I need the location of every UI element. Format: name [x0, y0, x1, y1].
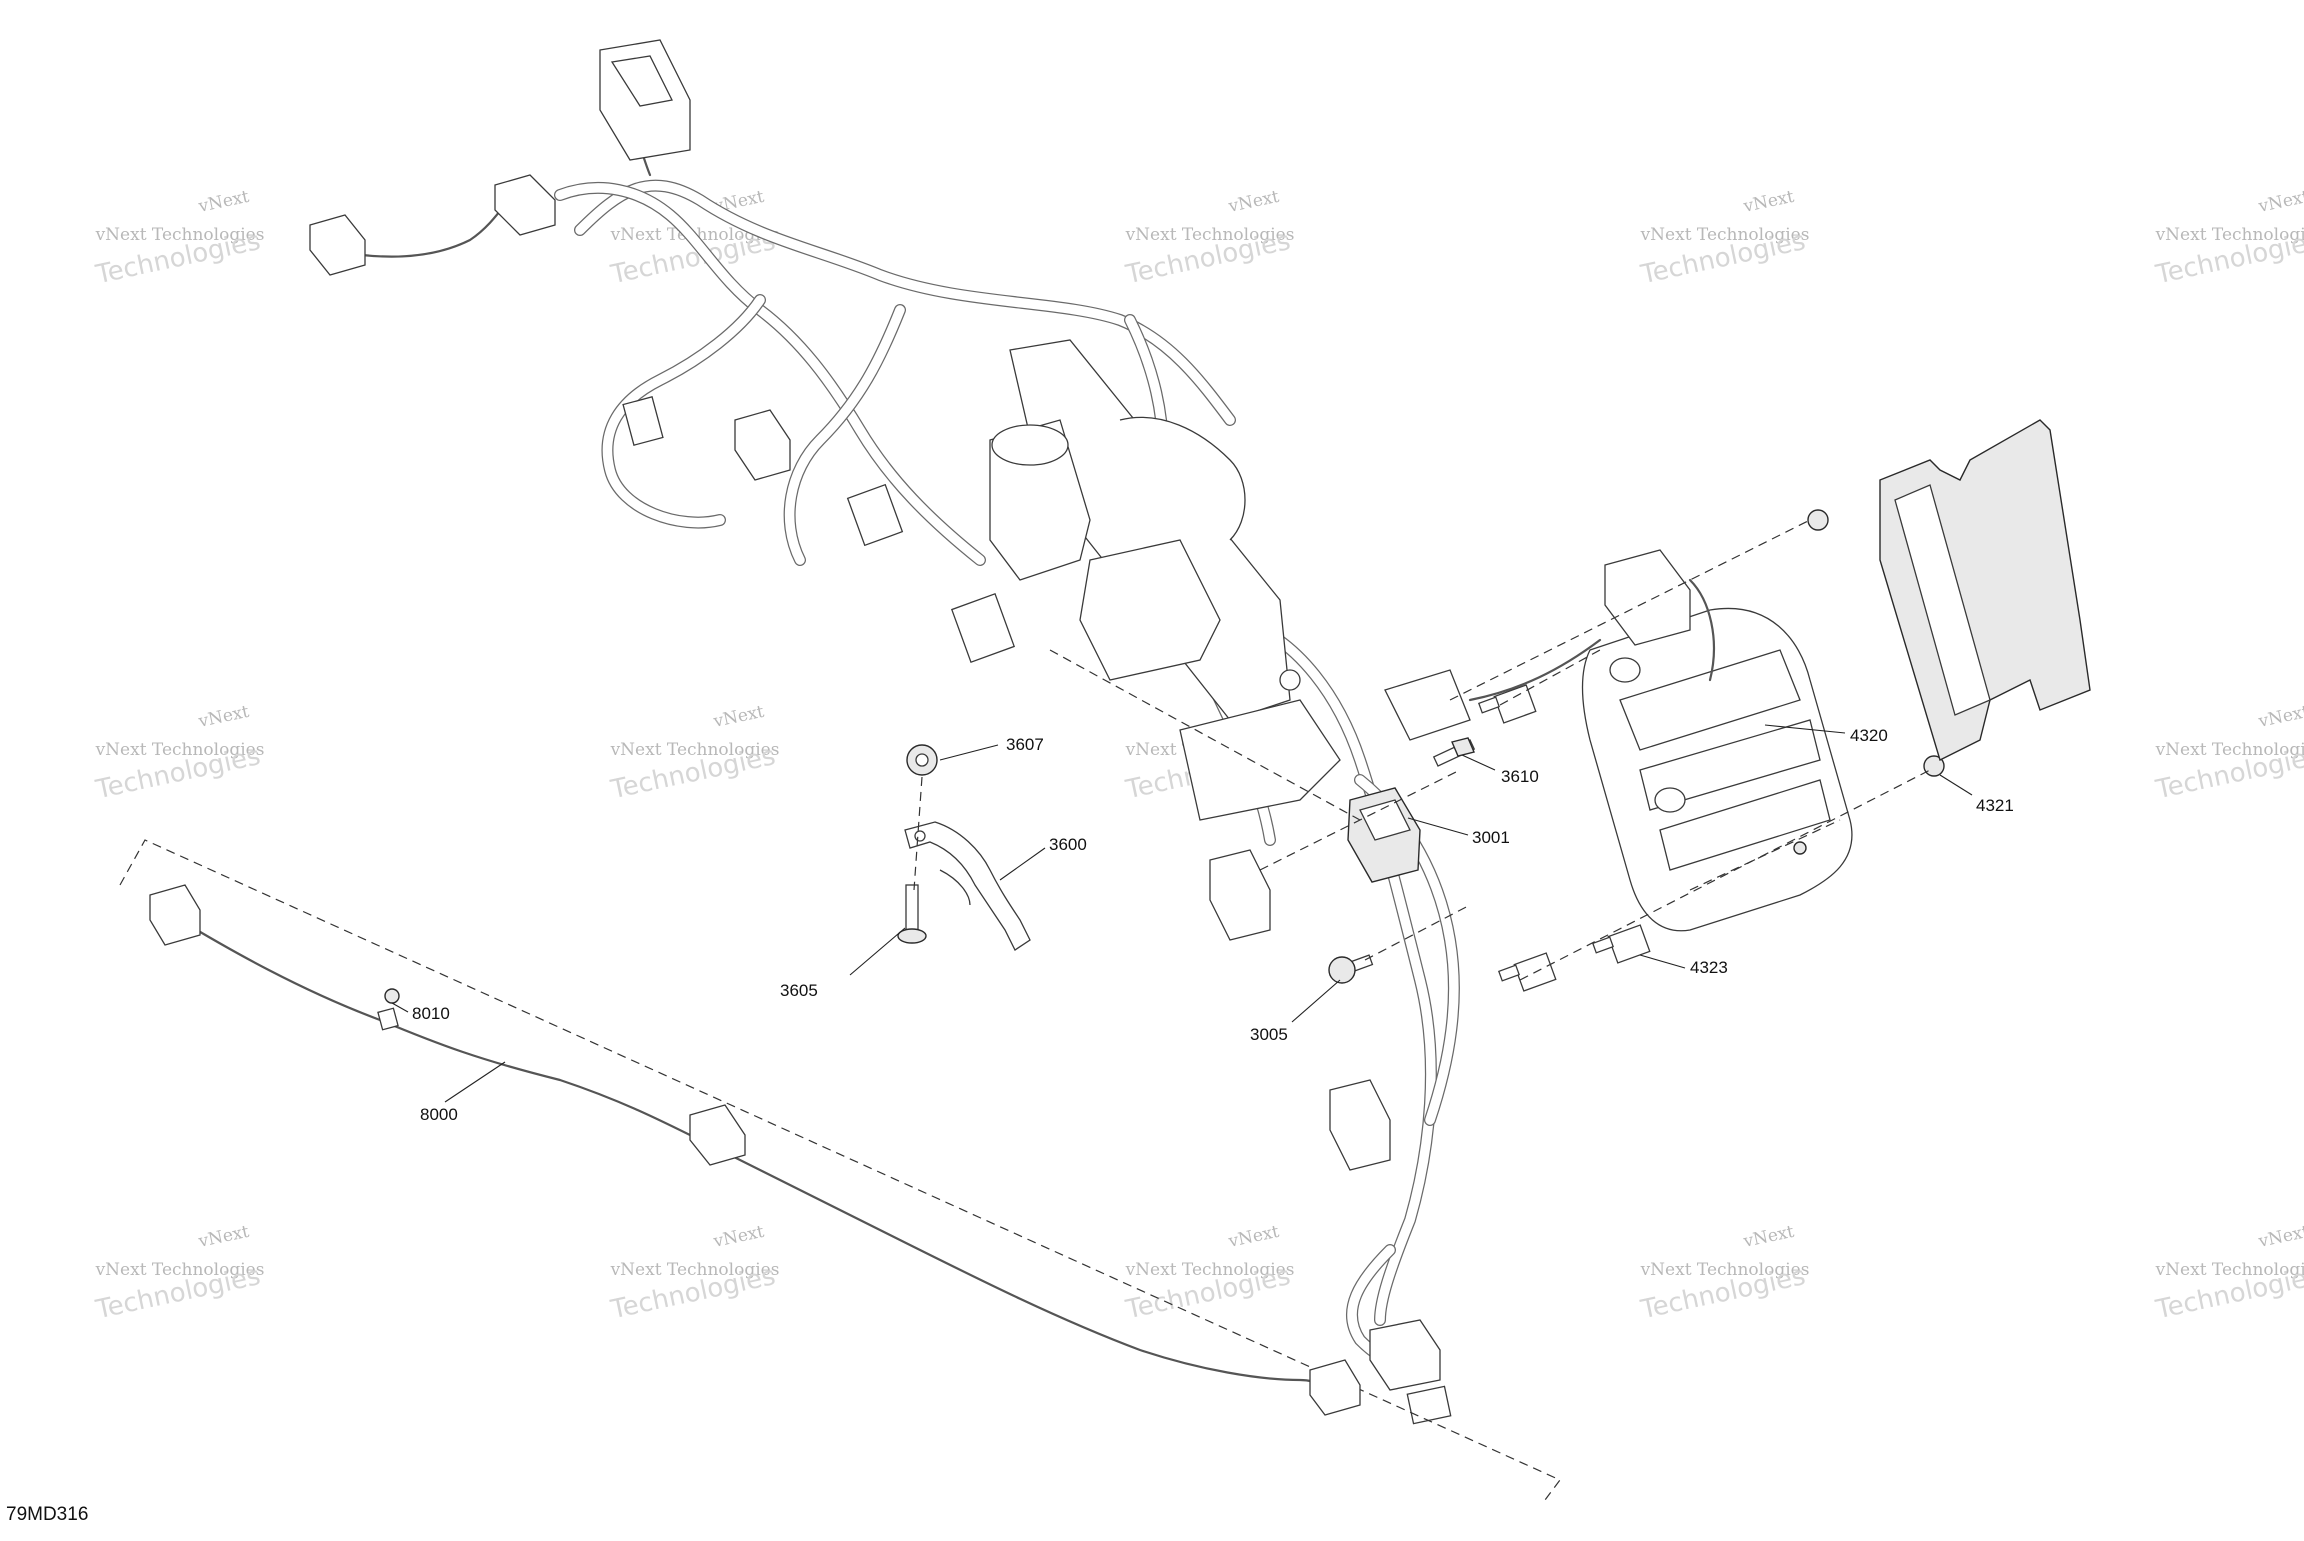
- watermark-text: vNext Technologies: [2155, 740, 2304, 760]
- watermark-text: vNext Technologies: [95, 1260, 265, 1280]
- callout-3001: 3001: [1472, 828, 1510, 847]
- watermark-corner-text: vNext: [1226, 187, 1281, 217]
- watermark-text: vNext Technologies: [95, 225, 265, 245]
- connector-lower-harness: [1329, 1079, 1391, 1171]
- callout-3605: 3605: [780, 981, 818, 1000]
- connector-left-upper: [309, 214, 366, 276]
- callout-8000: 8000: [420, 1105, 458, 1124]
- connector-left-mid: [494, 174, 556, 236]
- watermark-text: vNext Technologies: [1640, 1260, 1810, 1280]
- watermark-corner-text: vNext: [2256, 1222, 2304, 1252]
- diagram-id-label: 79MD316: [6, 1504, 89, 1525]
- watermark-corner-text: vNext: [1741, 187, 1796, 217]
- nut-4321-upper: [1807, 509, 1829, 531]
- callout-3600: 3600: [1049, 835, 1087, 854]
- connector-module-link: [1384, 638, 1602, 741]
- callout-labels: 3607 3600 3605 3610 3001 3005 4320 4321 …: [412, 726, 2014, 1124]
- watermark-text: vNext Technologies: [610, 740, 780, 760]
- bolt-3605: [897, 884, 927, 944]
- watermark-corner-text: vNext: [2256, 702, 2304, 732]
- watermark-text: vNext Technologies: [1125, 1260, 1295, 1280]
- watermark-corner-text: vNext: [196, 702, 251, 732]
- nut-3607: [906, 744, 938, 776]
- connector-bottom-small: [1406, 1385, 1452, 1425]
- watermark-text: vNext Technologies: [2155, 1260, 2304, 1280]
- grommet-4323-c: [1591, 924, 1651, 964]
- ground-strap-3600: [904, 821, 1031, 951]
- wiring-harness-8000: [149, 884, 1361, 1416]
- watermark-corner-text: vNext: [1741, 1222, 1796, 1252]
- harness-8000-mid-connector: [689, 1104, 746, 1166]
- bolt-3610: [1432, 737, 1476, 767]
- harness-8000-tail-connector: [1309, 1359, 1361, 1416]
- module-connector: [1604, 549, 1716, 682]
- callout-4320: 4320: [1850, 726, 1888, 745]
- harness-8000-end-connector: [149, 884, 201, 946]
- callout-8010: 8010: [412, 1004, 450, 1023]
- callout-4323: 4323: [1690, 958, 1728, 977]
- watermark-text: vNext Technologies: [95, 740, 265, 760]
- heat-shield: [1879, 419, 2091, 761]
- harness-8000-clip: [377, 1007, 399, 1031]
- connector-branch-a: [622, 396, 664, 446]
- watermark-corner-text: vNext: [711, 1222, 766, 1252]
- explode-lines: [119, 519, 1931, 1501]
- watermark-corner-text: vNext: [2256, 187, 2304, 217]
- watermark-text: vNext Technologies: [2155, 225, 2304, 245]
- connector-branch-c: [846, 483, 904, 547]
- watermark-corner-text: vNext: [711, 702, 766, 732]
- callout-3607: 3607: [1006, 735, 1044, 754]
- leader-lines: [391, 724, 1973, 1103]
- connector-branch-d: [950, 592, 1016, 664]
- bolt-3005: [1328, 954, 1374, 984]
- nut-8010: [384, 988, 400, 1004]
- watermark-corner-text: vNext: [196, 187, 251, 217]
- connector-branch-b: [734, 409, 791, 481]
- nut-4321-lower: [1923, 755, 1945, 777]
- watermark-text: vNext Technologies: [610, 1260, 780, 1280]
- callout-3610: 3610: [1501, 767, 1539, 786]
- grommet-4323-b: [1497, 952, 1557, 992]
- callout-3005: 3005: [1250, 1025, 1288, 1044]
- grommet-4323-a: [1477, 684, 1537, 724]
- watermark-corner-text: vNext: [1226, 1222, 1281, 1252]
- callout-4321: 4321: [1976, 796, 2014, 815]
- connector-bottom-harness: [1369, 1319, 1441, 1391]
- watermark-text: vNext Technologies: [1640, 225, 1810, 245]
- electronic-module-4320: [1581, 607, 1853, 932]
- central-mount-assembly: [989, 339, 1341, 941]
- watermark-text: vNext Technologies: [1125, 225, 1295, 245]
- connector-3001: [1347, 787, 1421, 883]
- multi-pin-connector: [599, 39, 691, 161]
- watermark-corner-text: vNext: [196, 1222, 251, 1252]
